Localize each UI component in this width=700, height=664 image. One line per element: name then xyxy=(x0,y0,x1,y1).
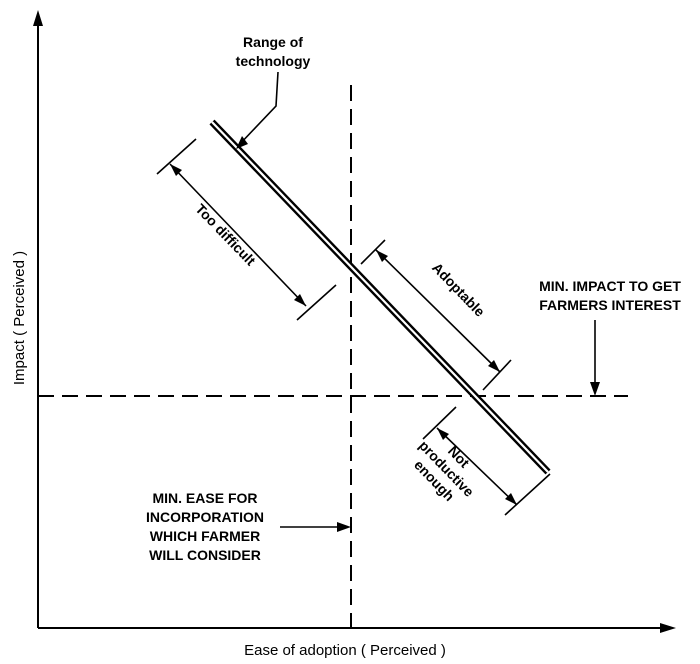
min-impact-label-line-2: FARMERS INTEREST xyxy=(539,297,681,313)
too-difficult-label: Too difficult xyxy=(192,201,259,269)
min-impact-pointer xyxy=(590,320,600,396)
min-impact-label-line-1: MIN. IMPACT TO GET xyxy=(539,278,681,294)
y-axis-label: Impact ( Perceived ) xyxy=(11,251,28,385)
min-ease-pointer xyxy=(280,522,351,532)
range-pointer-arrow xyxy=(236,71,279,149)
not-productive-dimension xyxy=(422,406,551,516)
min-ease-label-line-4: WILL CONSIDER xyxy=(149,547,261,563)
min-ease-label-line-2: INCORPORATION xyxy=(146,509,264,525)
range-label-line-1: Range of xyxy=(243,34,303,50)
min-ease-label-line-1: MIN. EASE FOR xyxy=(152,490,257,506)
x-axis xyxy=(38,623,676,633)
range-label-line-2: technology xyxy=(236,53,311,69)
min-ease-label-line-3: WHICH FARMER xyxy=(150,528,260,544)
x-axis-label: Ease of adoption ( Perceived ) xyxy=(244,642,446,659)
y-axis xyxy=(33,10,43,628)
too-difficult-dimension xyxy=(156,138,337,321)
technology-range-bar xyxy=(209,119,551,475)
adoptable-dimension xyxy=(360,239,512,391)
